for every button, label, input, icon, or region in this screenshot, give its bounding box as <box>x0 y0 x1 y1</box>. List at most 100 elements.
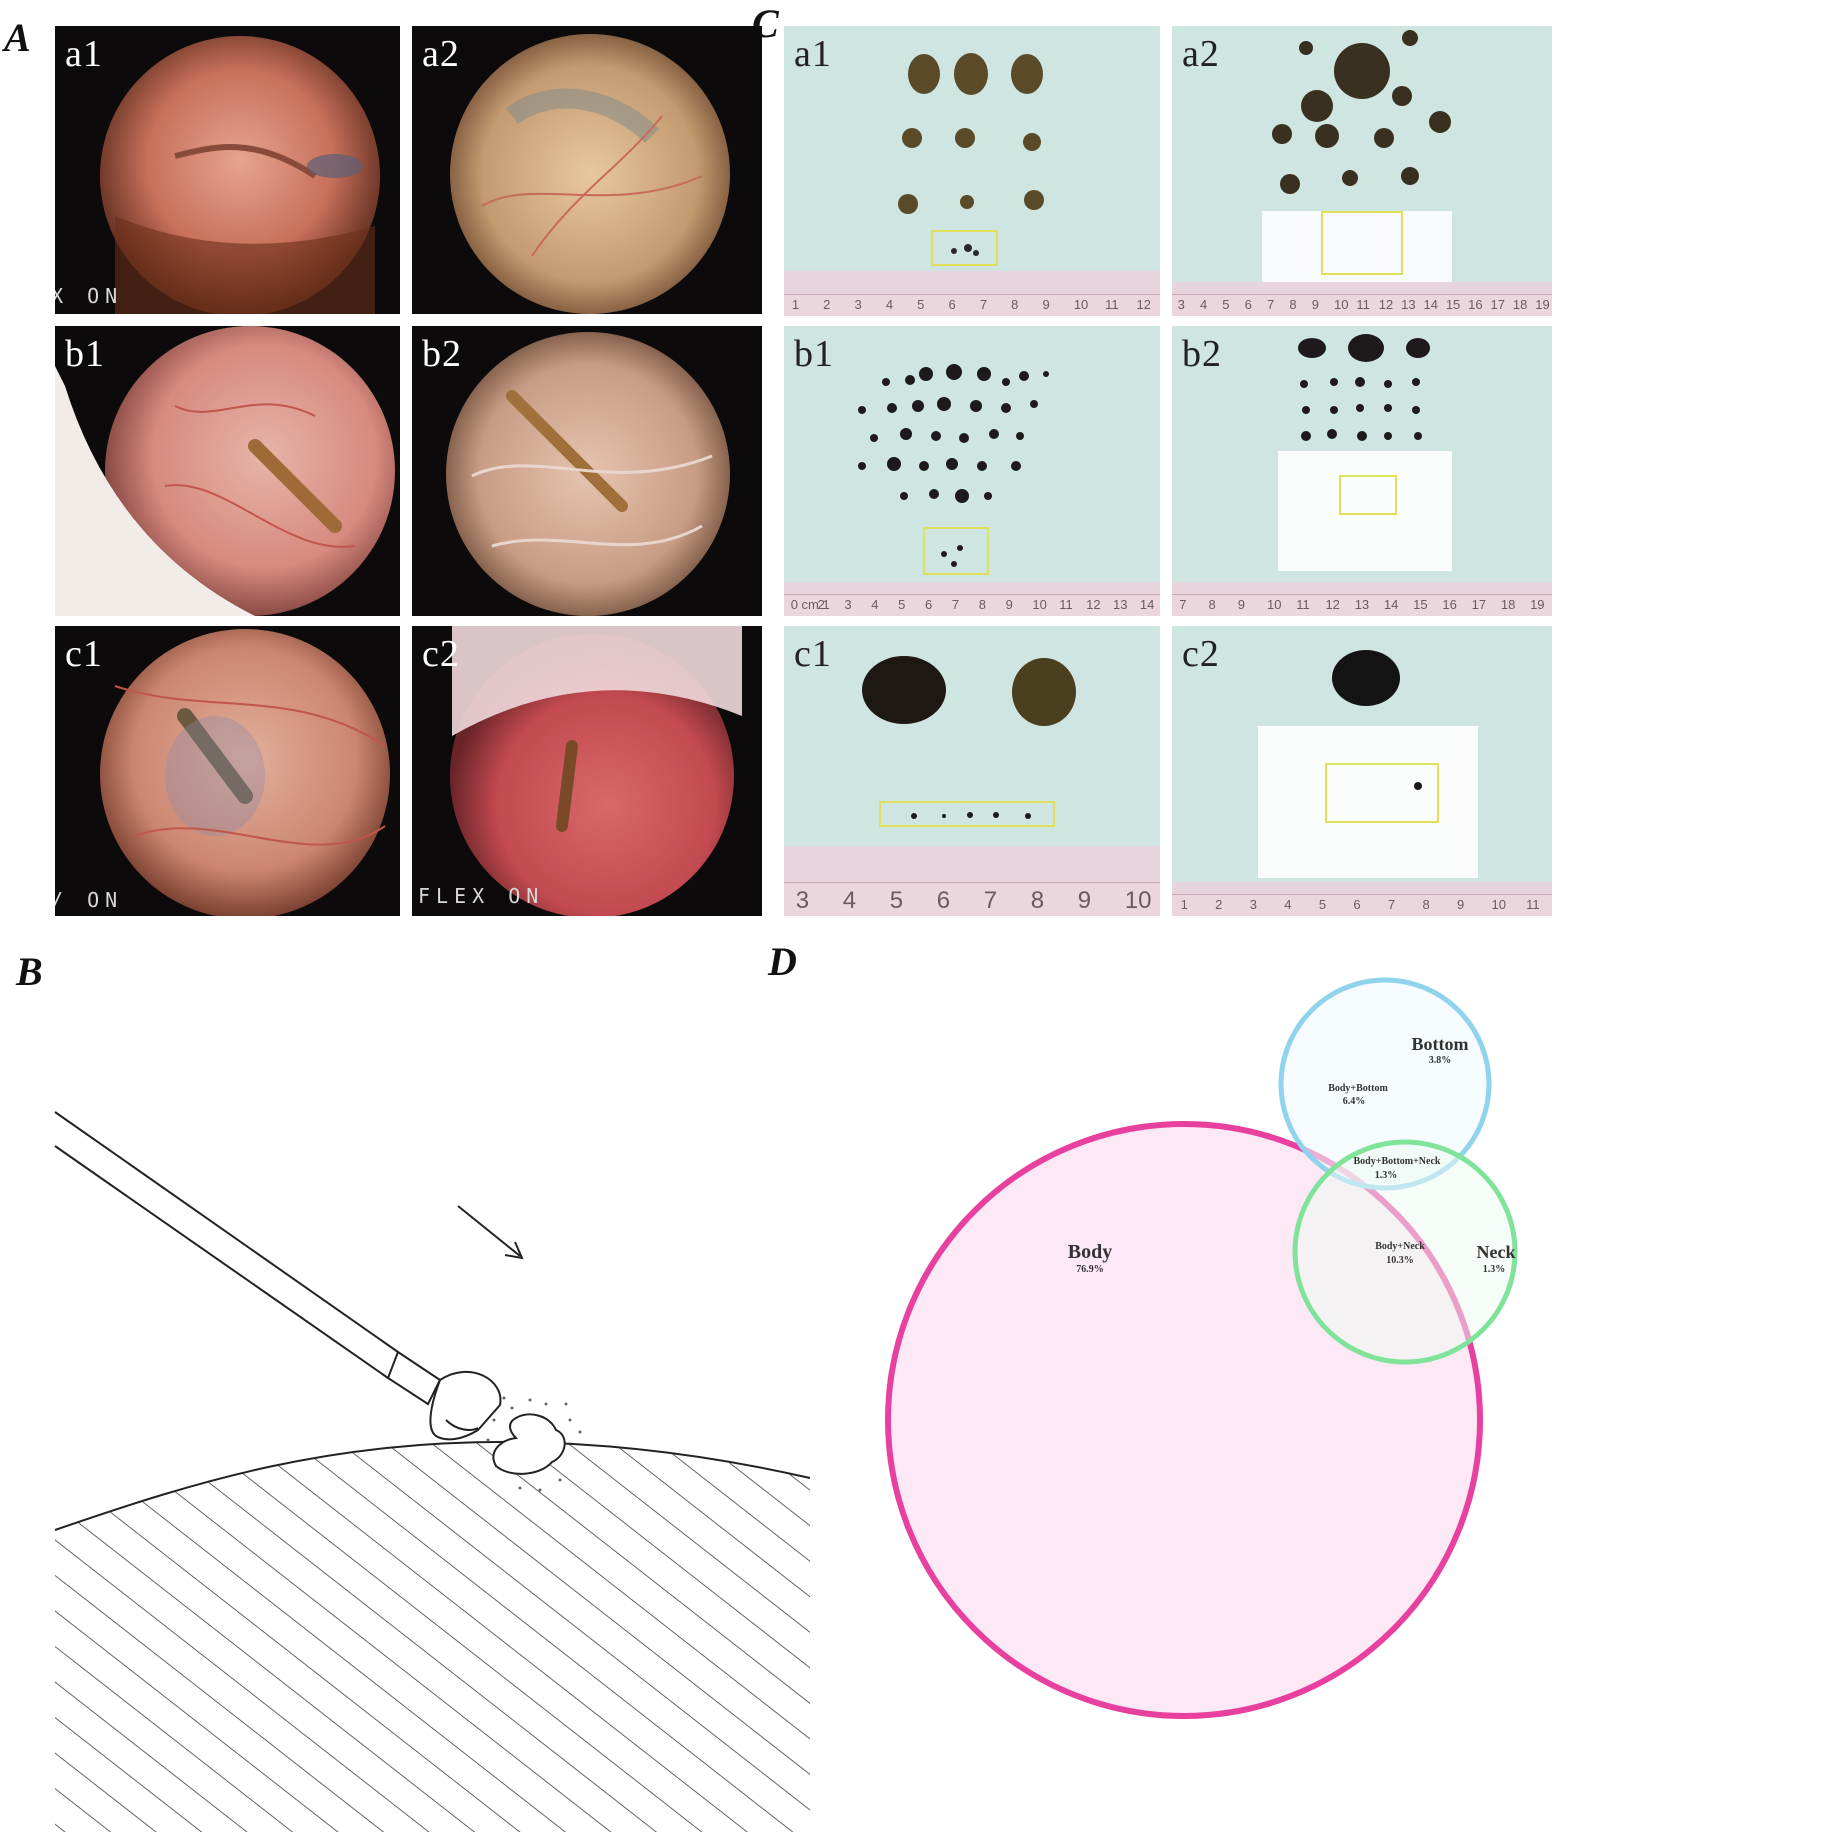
scope-overlay-text: X ON <box>55 284 124 308</box>
ruler-number: 4 <box>1199 297 1208 312</box>
ruler-number: 6 <box>925 597 933 612</box>
tile-label-c-a1: a1 <box>794 33 832 75</box>
venn-value-body-bottom: 6.4% <box>1343 1096 1366 1107</box>
ruler-number: 11 <box>1059 597 1073 612</box>
tissue-surface <box>54 1440 811 1832</box>
ruler-number: 12 <box>1378 297 1394 312</box>
stone-dust-particles <box>486 1396 582 1492</box>
ruler-number: 8 <box>1422 897 1430 912</box>
ruler-number: 19 <box>1535 297 1550 312</box>
tile-label-c1: c1 <box>65 633 103 675</box>
endoscopy-image-a1: a1 X ON <box>55 26 400 314</box>
ruler-number: 9 <box>1042 297 1050 312</box>
ruler-number: 9 <box>1237 597 1245 612</box>
tile-label-a2: a2 <box>422 33 460 75</box>
ruler-number: 10 <box>1124 887 1152 914</box>
endoscopy-image-a2: a2 <box>412 26 762 314</box>
ruler-number: 11 <box>1356 297 1370 312</box>
ruler-number: 3 <box>1249 897 1257 912</box>
tile-label-c2: c2 <box>422 633 460 675</box>
ruler-number: 7 <box>1387 897 1396 912</box>
ruler-number: 10 <box>1267 597 1282 612</box>
ruler-number: 11 <box>1105 297 1119 312</box>
venn-value-body-neck: 10.3% <box>1386 1255 1414 1266</box>
ruler-number: 1 <box>1180 897 1188 912</box>
ruler-number: 10 <box>1334 297 1349 312</box>
direction-arrow <box>457 1205 524 1260</box>
ruler-number: 4 <box>842 887 857 914</box>
ruler-number: 10 <box>1073 297 1089 312</box>
ruler-number: 6 <box>1353 897 1361 912</box>
ruler-number: 3 <box>844 597 852 612</box>
ruler-number: 17 <box>1471 597 1487 612</box>
stone-photo-c1: c1 3 4 5 6 7 8 9 10 <box>784 626 1160 916</box>
ruler-number: 2 <box>817 597 825 612</box>
ruler-number: 3 <box>795 887 810 914</box>
stone-fragment <box>492 1413 566 1475</box>
ruler-number: 15 <box>1445 297 1461 312</box>
venn-value-body-bottom-neck: 1.3% <box>1375 1170 1398 1181</box>
ruler-number: 18 <box>1500 597 1516 612</box>
ruler-number: 2 <box>1215 897 1223 912</box>
ruler-number: 8 <box>1011 297 1019 312</box>
ruler-number: 5 <box>898 597 906 612</box>
ruler-number: 6 <box>1244 297 1252 312</box>
scope-overlay-text: / ON <box>55 888 124 912</box>
ruler-number: 8 <box>1289 297 1297 312</box>
tile-label-b1: b1 <box>65 333 105 375</box>
ruler-number: 2 <box>823 297 831 312</box>
tile-label-a1: a1 <box>65 33 103 75</box>
venn-value-neck: 1.3% <box>1483 1264 1506 1275</box>
ruler-number: 8 <box>1208 597 1216 612</box>
ruler-number: 11 <box>1526 897 1540 912</box>
ruler-number: 16 <box>1468 297 1483 312</box>
ruler: 3 4 5 6 7 8 9 10 <box>784 882 1160 916</box>
ruler-number: 10 <box>1032 597 1047 612</box>
ruler-number: 13 <box>1401 297 1416 312</box>
ruler-number: 4 <box>1284 897 1292 912</box>
ruler-number: 5 <box>1318 897 1327 912</box>
ruler-number: 12 <box>1136 297 1151 312</box>
endoscopy-image-c1: c1 / ON <box>55 626 400 916</box>
ruler-number: 19 <box>1530 597 1545 612</box>
ruler-number: 3 <box>1177 297 1185 312</box>
ruler-number: 7 <box>1267 297 1275 312</box>
venn-label-body-bottom-neck: Body+Bottom+Neck <box>1354 1156 1441 1167</box>
ruler-number: 7 <box>951 597 960 612</box>
endoscopy-image-b1: b1 <box>55 326 400 616</box>
ruler-number: 13 <box>1113 597 1128 612</box>
ruler-number: 7 <box>983 887 998 914</box>
venn-circle-neck <box>1292 1139 1518 1365</box>
ruler-number: 18 <box>1512 297 1528 312</box>
tile-label-c-c1: c1 <box>794 633 832 675</box>
venn-label-neck: Neck <box>1477 1242 1516 1262</box>
ruler-number: 12 <box>1086 597 1101 612</box>
ruler-number: 3 <box>854 297 862 312</box>
venn-label-body: Body <box>1068 1241 1112 1263</box>
ruler-number: 12 <box>1325 597 1340 612</box>
venn-value-body: 76.9% <box>1076 1264 1104 1275</box>
ruler-number: 5 <box>889 887 904 914</box>
ruler-number: 9 <box>1457 897 1465 912</box>
ruler-number: 11 <box>1296 597 1310 612</box>
ruler-number: 8 <box>1030 887 1045 914</box>
venn-label-bottom: Bottom <box>1412 1034 1469 1054</box>
ruler-number: 9 <box>1077 887 1092 914</box>
ruler-number: 16 <box>1442 597 1457 612</box>
ruler-number: 14 <box>1423 297 1438 312</box>
ruler-number: 13 <box>1354 597 1370 612</box>
ruler-number: 0 cm 1 <box>790 597 830 612</box>
ruler-number: 9 <box>1005 597 1013 612</box>
tile-label-b2: b2 <box>422 333 462 375</box>
ruler-number: 6 <box>936 887 951 914</box>
panel-d-venn-diagram: Body 76.9% Bottom 3.8% Neck 1.3% Body+Bo… <box>885 977 1518 1719</box>
ruler-number: 15 <box>1413 597 1428 612</box>
ruler-number: 1 <box>791 297 800 312</box>
scope-overlay-text: FLEX ON <box>418 884 545 908</box>
